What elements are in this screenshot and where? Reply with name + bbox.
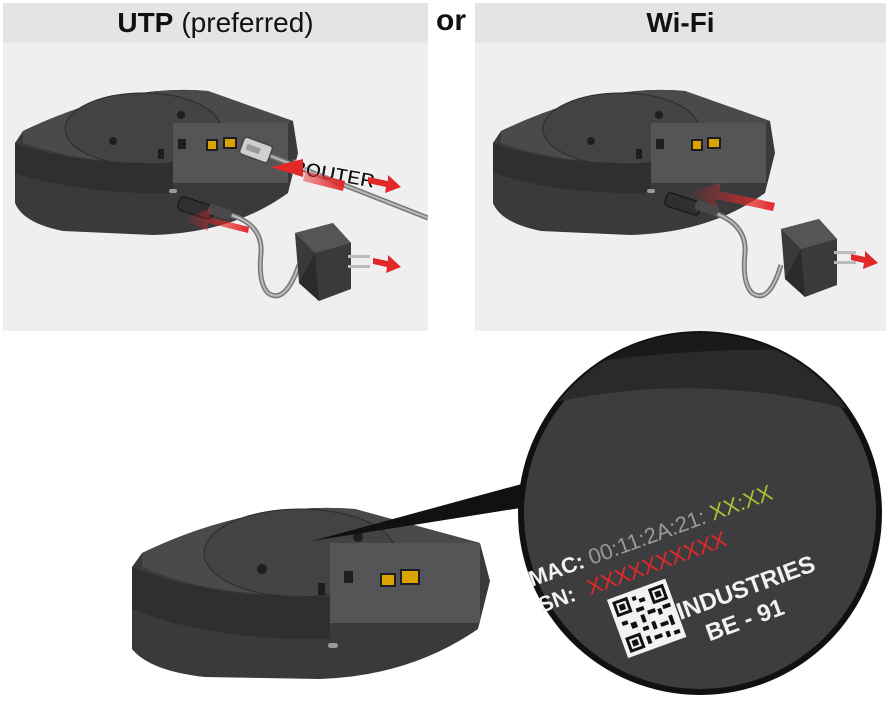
power-cable <box>714 210 784 299</box>
utp-title: UTP <box>117 7 174 38</box>
utp-subtitle: (preferred) <box>181 7 314 38</box>
power-adapter-icon <box>295 223 370 301</box>
ethernet-plug-icon <box>238 136 274 164</box>
qr-code-icon <box>606 578 687 659</box>
device-body <box>493 89 775 235</box>
power-adapter-icon <box>781 219 856 297</box>
wifi-panel-header: Wi-Fi <box>475 3 886 43</box>
label-illustration: MAC: 00:11:2A:21: XX:XX SN: XXXXXXXXXX I… <box>132 331 882 695</box>
arrow-icon <box>687 183 775 211</box>
device-body <box>15 89 298 235</box>
wifi-illustration <box>493 89 878 299</box>
usb-c-port <box>647 189 655 193</box>
usb-c-port <box>169 189 177 193</box>
arrow-icon <box>851 251 878 269</box>
arrow-icon <box>373 255 401 273</box>
wifi-title: Wi-Fi <box>646 7 715 38</box>
arrow-icon <box>181 209 249 233</box>
or-label: or <box>436 4 466 37</box>
usb-c-plug-icon <box>664 192 720 216</box>
ethernet-port <box>691 137 721 151</box>
device-body <box>132 507 490 679</box>
ethernet-port <box>206 137 237 151</box>
utp-panel-header: UTP (preferred) <box>3 3 428 43</box>
arrow-icon <box>271 159 345 191</box>
ethernet-port <box>380 569 420 587</box>
power-cable <box>230 212 302 299</box>
magnifier-pointer <box>312 479 552 541</box>
arrow-icon <box>368 175 401 193</box>
utp-illustration: ROUTER <box>15 89 428 301</box>
